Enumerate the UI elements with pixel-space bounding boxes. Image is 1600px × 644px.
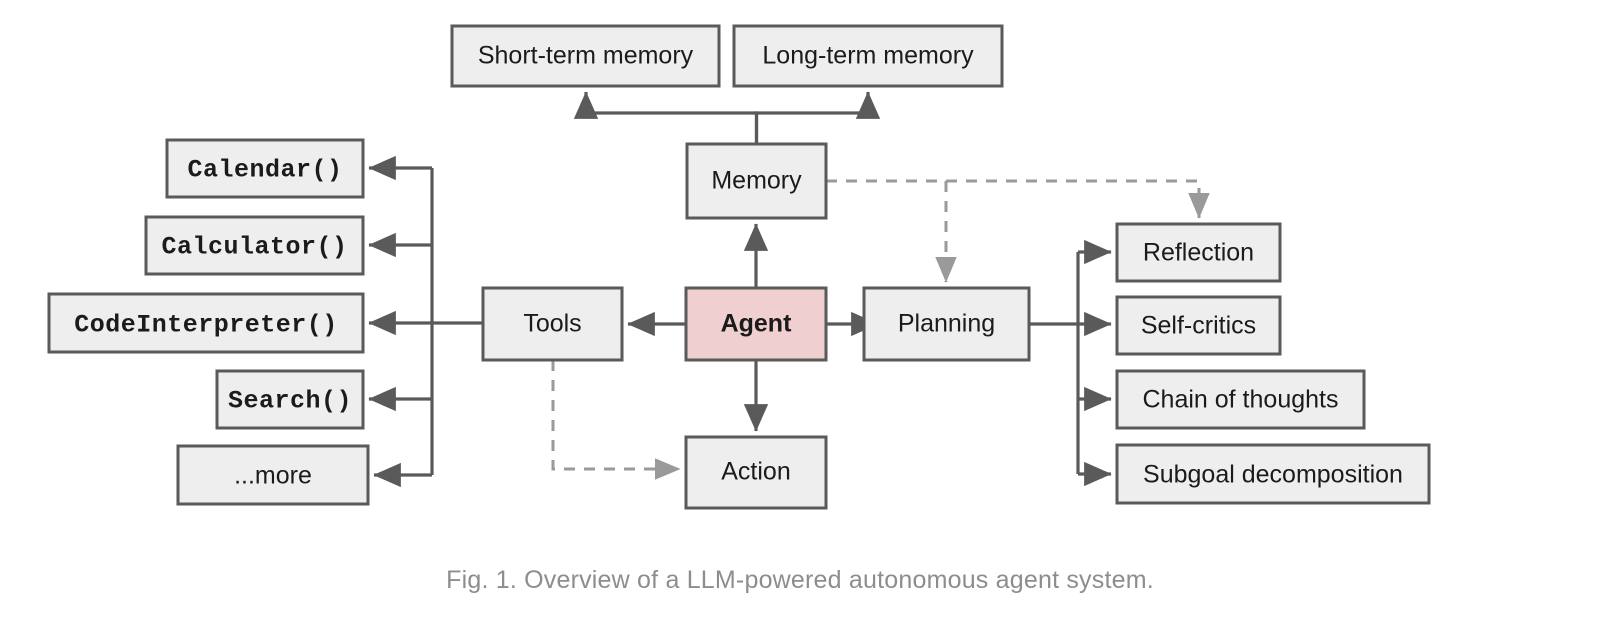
node-long-term-memory[interactable]: Long-term memory: [732, 24, 1004, 88]
node-action[interactable]: Action: [684, 435, 828, 510]
node-tool-codeinterpreter-label: CodeInterpreter(): [74, 311, 338, 340]
node-tool-more[interactable]: ...more: [176, 444, 370, 506]
node-action-label: Action: [721, 458, 790, 486]
node-layer: Short-term memory Long-term memory Memor…: [47, 24, 1431, 510]
edge-memory-to-reflection-dashed: [826, 179, 1210, 219]
node-planning-self-critics-rect[interactable]: [1115, 295, 1282, 356]
edge-tools-to-action-dashed: [551, 360, 681, 480]
node-agent-label: Agent: [721, 310, 793, 338]
node-planning-subgoal-decomposition-rect[interactable]: [1115, 443, 1431, 505]
edge-memory-to-short-term-memory: [573, 91, 759, 144]
node-tool-codeinterpreter-rect[interactable]: [47, 292, 365, 354]
node-short-term-memory-rect[interactable]: [450, 24, 721, 88]
node-short-term-memory-label: Short-term memory: [478, 42, 694, 70]
node-planning-self-critics-label: Self-critics: [1141, 312, 1256, 340]
node-tool-search-label: Search(): [228, 387, 352, 416]
node-long-term-memory-rect[interactable]: [732, 24, 1004, 88]
figure-caption: Fig. 1. Overview of a LLM-powered autono…: [446, 566, 1154, 594]
node-planning-chain-of-thoughts-rect[interactable]: [1115, 369, 1366, 430]
edge-tools-bus: [430, 168, 483, 475]
node-memory[interactable]: Memory: [685, 142, 828, 220]
node-tools-rect[interactable]: [481, 286, 624, 362]
node-planning-chain-of-thoughts-label: Chain of thoughts: [1143, 386, 1339, 414]
edge-memory-to-planning-dashed: [826, 179, 957, 283]
node-agent-rect[interactable]: [684, 286, 828, 362]
node-tool-calculator-label: Calculator(): [161, 233, 347, 262]
node-tool-calculator-rect[interactable]: [144, 215, 365, 276]
node-planning-reflection-rect[interactable]: [1115, 222, 1282, 283]
node-tool-more-rect[interactable]: [176, 444, 370, 506]
node-tool-calculator[interactable]: Calculator(): [144, 215, 365, 276]
node-tools-label: Tools: [523, 310, 581, 338]
node-short-term-memory[interactable]: Short-term memory: [450, 24, 721, 88]
node-planning-reflection-label: Reflection: [1143, 239, 1254, 267]
node-action-rect[interactable]: [684, 435, 828, 510]
node-tool-codeinterpreter[interactable]: CodeInterpreter(): [47, 292, 365, 354]
node-tool-calendar-label: Calendar(): [187, 156, 342, 185]
edge-planning-bus: [1029, 252, 1080, 474]
node-planning-self-critics[interactable]: Self-critics: [1115, 295, 1282, 356]
node-planning-chain-of-thoughts[interactable]: Chain of thoughts: [1115, 369, 1366, 430]
node-tool-search[interactable]: Search(): [215, 369, 365, 430]
node-planning[interactable]: Planning: [862, 286, 1031, 362]
node-tool-search-rect[interactable]: [215, 369, 365, 430]
node-planning-reflection[interactable]: Reflection: [1115, 222, 1282, 283]
node-agent[interactable]: Agent: [684, 286, 828, 362]
node-tool-calendar[interactable]: Calendar(): [165, 138, 365, 199]
node-tool-calendar-rect[interactable]: [165, 138, 365, 199]
node-planning-label: Planning: [898, 310, 995, 338]
node-memory-rect[interactable]: [685, 142, 828, 220]
node-planning-subgoal-decomposition[interactable]: Subgoal decomposition: [1115, 443, 1431, 505]
node-long-term-memory-label: Long-term memory: [762, 42, 974, 70]
node-memory-label: Memory: [711, 167, 802, 195]
node-planning-subgoal-decomposition-label: Subgoal decomposition: [1143, 461, 1403, 489]
node-planning-rect[interactable]: [862, 286, 1031, 362]
edge-memory-to-long-term-memory: [754, 91, 881, 144]
edge-layer: [368, 91, 1210, 488]
node-tools[interactable]: Tools: [481, 286, 624, 362]
node-tool-more-label: ...more: [234, 462, 312, 490]
